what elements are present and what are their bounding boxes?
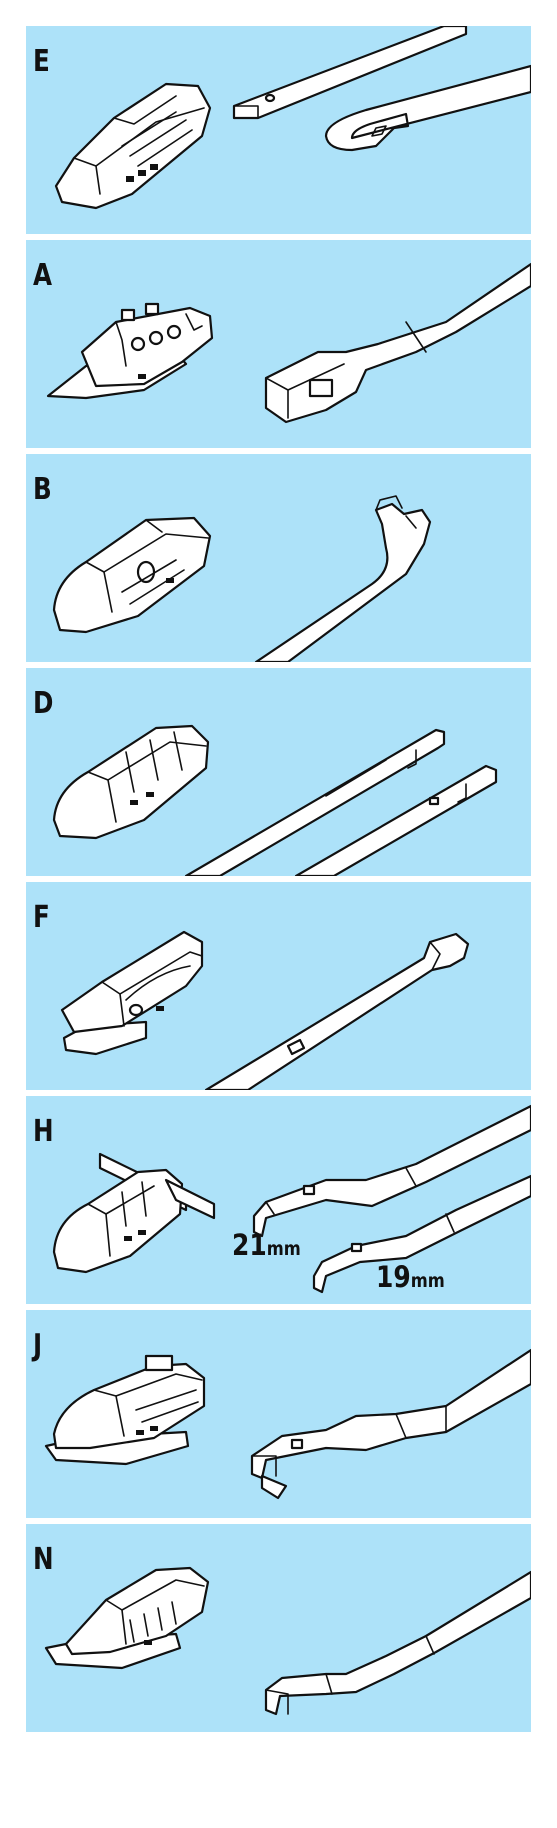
adapter-panel-b: B — [26, 454, 531, 662]
adapter-e-illustration — [54, 26, 531, 210]
adapter-panel-a: A — [26, 240, 531, 448]
adapter-n-clip — [44, 1566, 210, 1670]
adapter-h-clip — [52, 1152, 216, 1274]
adapter-code-label: J — [33, 1328, 42, 1363]
adapter-f-illustration — [60, 930, 470, 1090]
adapter-n-illustration — [44, 1566, 531, 1716]
adapter-code-label: E — [33, 44, 50, 79]
adapter-panel-h: H 21mm 19mm — [26, 1096, 531, 1304]
adapter-d-illustration — [52, 724, 498, 876]
arm-b-hook — [254, 495, 432, 662]
adapter-panel-j: J — [26, 1310, 531, 1518]
adapter-a-illustration — [46, 262, 531, 424]
adapter-b-clip — [52, 516, 212, 634]
adapter-j-clip — [44, 1354, 206, 1466]
adapter-panel-d: D — [26, 668, 531, 876]
adapter-code-label: A — [33, 258, 52, 293]
adapter-code-label: D — [33, 686, 53, 721]
adapter-code-label: B — [33, 472, 52, 507]
arm-e-hook — [232, 26, 531, 152]
adapter-code-label: H — [33, 1114, 54, 1149]
arm-f-flat — [204, 932, 470, 1090]
adapter-a-clip — [46, 302, 214, 400]
adapter-j-illustration — [44, 1348, 531, 1500]
size-label-19mm: 19mm — [376, 1260, 445, 1294]
arm-a-end — [264, 262, 531, 424]
arm-j-end — [250, 1348, 531, 1500]
adapter-d-clip — [52, 724, 210, 840]
adapter-e-clip — [54, 82, 212, 210]
adapter-code-label: N — [33, 1542, 54, 1577]
adapter-h-illustration — [52, 1104, 531, 1294]
arm-n-end — [264, 1570, 531, 1716]
adapter-panel-n: N — [26, 1524, 531, 1732]
adapter-f-clip — [60, 930, 204, 1056]
arm-d-flat-ends — [184, 728, 498, 876]
adapter-panel-e: E — [26, 26, 531, 234]
size-label-21mm: 21mm — [232, 1228, 301, 1262]
arm-h-21mm — [252, 1104, 531, 1238]
adapter-code-label: F — [33, 900, 50, 935]
adapter-b-illustration — [52, 495, 432, 662]
arm-h-19mm — [312, 1174, 531, 1294]
adapter-panel-f: F — [26, 882, 531, 1090]
